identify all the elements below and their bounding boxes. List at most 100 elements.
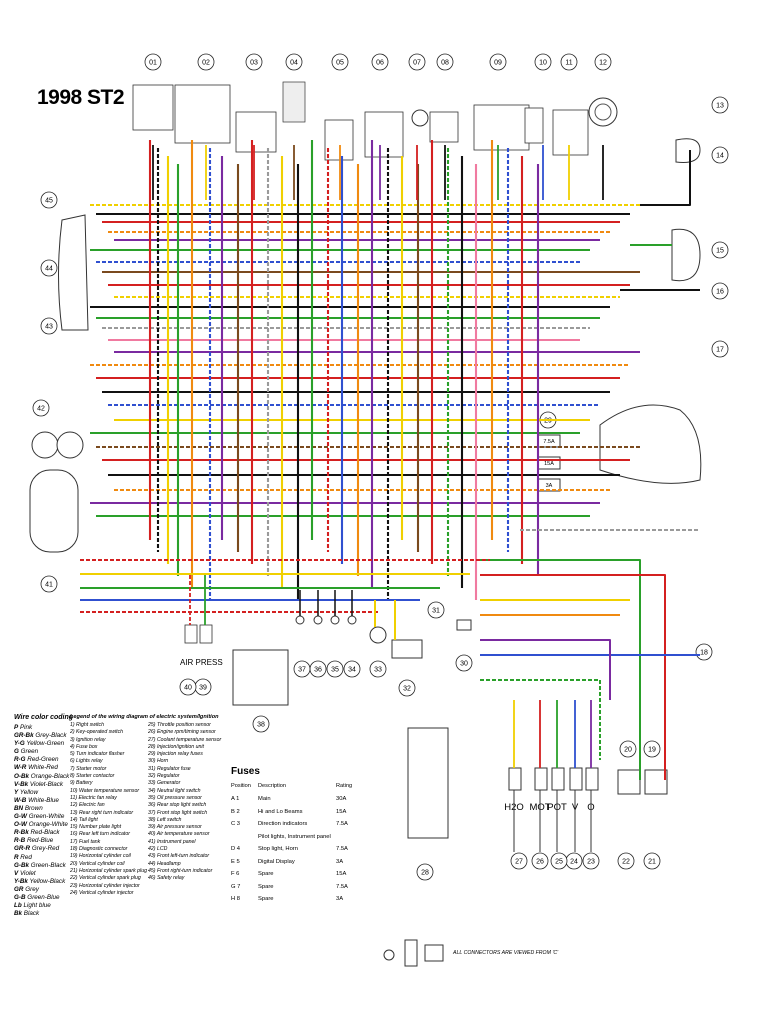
component-legend-item: 29) Injection relay fuses (148, 751, 203, 758)
relay-fuse-label: 15A (544, 461, 554, 467)
connector-number: 01 (149, 60, 157, 67)
connector-number-circle (326, 660, 344, 678)
fuse-desc: Spare (258, 871, 274, 877)
wire-color-entry: GR-Bk Grey-Black (14, 732, 67, 740)
connector-number-circle (711, 340, 729, 358)
component-legend-item: 26) Engine rpm/timing sensor (148, 729, 216, 736)
component-legend-item: 33) Generator (148, 780, 181, 787)
connector-number: 22 (622, 859, 630, 866)
connector-number-circle (436, 53, 454, 71)
wire-color-entry: R-B Red-Blue (14, 837, 54, 845)
connector-number: 31 (432, 608, 440, 615)
connector-number: 09 (494, 60, 502, 67)
wire-color-entry: GR-R Grey-Red (14, 845, 60, 853)
headlamp-icon (58, 214, 89, 331)
starter-contactor-box (429, 111, 459, 143)
component-legend-item: 36) Rear stop light switch (148, 802, 207, 809)
wire-color-entry: BN Brown (14, 804, 43, 812)
fuse-box-shape (282, 81, 306, 123)
air-pressure-sensor (184, 624, 198, 644)
fuse-pos: G 7 (231, 883, 241, 890)
fuse-rating: 15A (336, 871, 347, 877)
tachometer-icon (31, 431, 59, 459)
wire-color-entry: P Pink (14, 724, 33, 731)
connector-number: 15 (716, 248, 724, 255)
fuse-row: G 7 Spare 7.5A (231, 884, 361, 897)
key-switch-box (174, 84, 231, 144)
wire-color-entry: G-W Green-White (14, 813, 65, 821)
connector-number: 30 (460, 661, 468, 668)
connector-number-circle (40, 317, 58, 335)
fuse-pos: F 6 (231, 871, 240, 877)
connector-number: 14 (716, 153, 724, 160)
coil-wire (480, 559, 641, 780)
fuse-desc: Main (258, 796, 271, 802)
connector-number-circle (619, 740, 637, 758)
regulator-box (391, 639, 423, 659)
connector-number-circle (331, 53, 349, 71)
connector-number-circle (32, 399, 50, 417)
connector-number: 24 (570, 859, 578, 866)
connector-number: 41 (45, 582, 53, 589)
fuse-desc: Pilot lights, Instrument panel (258, 833, 331, 840)
connector-number: 39 (199, 685, 207, 692)
fuse-desc: Spare (258, 883, 274, 890)
wire-color-entry: W-B White-Blue (14, 796, 59, 804)
connector-number: 21 (648, 859, 656, 866)
connector-number: 40 (184, 685, 192, 692)
connector-number-circle (617, 852, 635, 870)
connector-number-circle (245, 53, 263, 71)
component-legend-item: 9) Battery (70, 780, 93, 787)
connector-number: 33 (374, 667, 382, 674)
fuse-pos: E 5 (231, 858, 240, 865)
fuse-rating: 7.5A (336, 883, 348, 890)
wire-color-entry: R-Bk Red-Black (14, 829, 60, 837)
wire-color-entry: Bk Black (14, 910, 40, 918)
component-legend-item: 19) Horizontal cylinder coil (70, 853, 131, 860)
right-switch-box (132, 84, 174, 131)
component-legend-item: 17) Fuel tank (70, 838, 101, 845)
connector-number-circle (534, 53, 552, 71)
fuse-pos: A 1 (231, 796, 240, 802)
lights-relay-box (364, 111, 404, 158)
connector-number-circle (369, 660, 387, 678)
connector-number-circle (40, 259, 58, 277)
connector-number-circle (711, 241, 729, 259)
connector-number-circle (427, 601, 445, 619)
connector-number-circle (179, 678, 197, 696)
connector-number: 36 (314, 667, 322, 674)
component-legend-item: 27) Coolant temperature sensor (148, 736, 222, 743)
wire-color-heading: Wire color coding (14, 714, 74, 721)
air-temp-sensor (199, 624, 213, 644)
component-legend-item: 38) Left switch (148, 816, 182, 823)
connector-number: 05 (336, 60, 344, 67)
connector-number: 35 (331, 667, 339, 674)
wire-color-entry: Lb Light blue (14, 902, 51, 910)
connector-number: 37 (298, 667, 306, 674)
sensor-connector (508, 767, 522, 791)
component-legend-item: 42) LCD (148, 846, 168, 853)
sensor-connector (569, 767, 583, 791)
component-legend-item: 15) Number plate light (70, 824, 122, 831)
fan-relay-box (552, 109, 589, 156)
fuse-rating: 30A (336, 796, 347, 802)
component-legend-item: 20) Vertical cylinder coil (70, 860, 125, 867)
switch-terminal (295, 615, 305, 625)
component-legend-item: 41) Instrument panel (148, 838, 196, 845)
wire-color-entry: Y-Bk Yellow-Black (14, 877, 66, 885)
connector-number-circle (531, 852, 549, 870)
connector-number-circle (582, 852, 600, 870)
wire-color-entry: GR Grey (14, 885, 39, 893)
component-legend-item: 18) Diagnostic connector (70, 846, 128, 853)
component-legend-item: 40) Air temperature sensor (148, 831, 210, 838)
connector-number: 12 (599, 60, 607, 67)
wire-color-entry: G-Bk Green-Black (14, 861, 66, 869)
connector-number-circle (408, 53, 426, 71)
connector-number: 26 (536, 859, 544, 866)
fuse-pos: C 3 (231, 821, 241, 827)
